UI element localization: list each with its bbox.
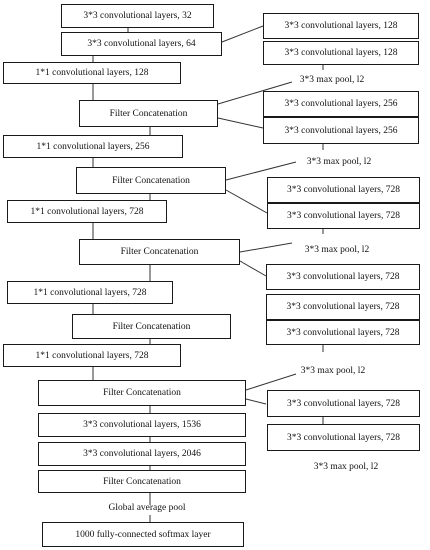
conv-3x3-64-box: 3*3 convolutional layers, 64 xyxy=(61,32,222,56)
filter-concat-box-4: Filter Concatenation xyxy=(72,314,231,339)
right-conv-3x3-728-box-2: 3*3 convolutional layers, 728 xyxy=(267,203,420,229)
right-conv-3x3-728-box-4: 3*3 convolutional layers, 728 xyxy=(266,294,420,320)
filter-concat-box-6: Filter Concatenation xyxy=(38,470,246,493)
right-conv-3x3-728-box-5: 3*3 convolutional layers, 728 xyxy=(266,320,420,345)
filter-concat-box-1: Filter Concatenation xyxy=(79,100,218,127)
max-pool-label-3: 3*3 max pool, l2 xyxy=(304,245,370,255)
right-conv-3x3-128-box-2: 3*3 convolutional layers, 128 xyxy=(263,41,419,65)
filter-concat-box-3: Filter Concatenation xyxy=(79,239,240,265)
right-conv-3x3-128-box-1: 3*3 convolutional layers, 128 xyxy=(263,13,419,39)
softmax-layer-box: 1000 fully-connected softmax layer xyxy=(42,522,244,547)
conv-1x1-728-box-2: 1*1 convolutional layers, 728 xyxy=(7,281,173,304)
global-average-pool-label: Global average pool xyxy=(108,503,186,513)
filter-concat-box-5: Filter Concatenation xyxy=(38,380,246,406)
right-conv-3x3-256-box-1: 3*3 convolutional layers, 256 xyxy=(263,91,419,117)
conv-1x1-728-box-3: 1*1 convolutional layers, 728 xyxy=(3,344,181,367)
conv-1x1-128-box: 1*1 convolutional layers, 128 xyxy=(3,62,181,84)
conv-1x1-728-box-1: 1*1 convolutional layers, 728 xyxy=(7,200,167,223)
filter-concat-box-2: Filter Concatenation xyxy=(76,167,226,194)
conv-3x3-32-box: 3*3 convolutional layers, 32 xyxy=(61,4,214,28)
conv-3x3-1536-box: 3*3 convolutional layers, 1536 xyxy=(38,413,246,437)
max-pool-label-2: 3*3 max pool, l2 xyxy=(306,157,372,167)
max-pool-label-1: 3*3 max pool, l2 xyxy=(299,75,365,85)
right-conv-3x3-728-box-3: 3*3 convolutional layers, 728 xyxy=(266,264,420,290)
conv-1x1-256-box: 1*1 convolutional layers, 256 xyxy=(3,135,183,158)
right-conv-3x3-256-box-2: 3*3 convolutional layers, 256 xyxy=(263,117,419,144)
conv-3x3-2046-box: 3*3 convolutional layers, 2046 xyxy=(38,442,246,466)
max-pool-label-5: 3*3 max pool, l2 xyxy=(313,462,379,472)
max-pool-label-4: 3*3 max pool, l2 xyxy=(300,366,366,376)
right-conv-3x3-728-box-7: 3*3 convolutional layers, 728 xyxy=(267,424,420,451)
right-conv-3x3-728-box-1: 3*3 convolutional layers, 728 xyxy=(267,177,420,203)
right-conv-3x3-728-box-6: 3*3 convolutional layers, 728 xyxy=(267,390,420,417)
